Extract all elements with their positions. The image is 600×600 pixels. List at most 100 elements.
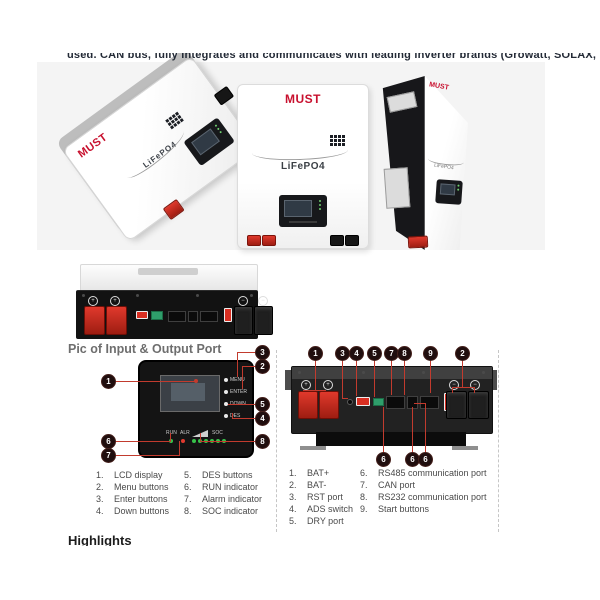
leader-line: [232, 418, 256, 419]
leader-line: [391, 360, 392, 395]
leader-line: [242, 366, 256, 367]
legend-num: 8.: [184, 506, 192, 516]
leader-line: [425, 403, 426, 453]
leader-line: [414, 403, 426, 404]
des-button: DES: [224, 413, 240, 419]
leader-line: [228, 404, 256, 405]
callout-rst: 3: [336, 347, 349, 360]
battery-terminal-red: [262, 235, 276, 246]
leader-line: [404, 360, 405, 395]
callout-rs232: 8: [398, 347, 411, 360]
bat-minus-terminal: [468, 391, 489, 419]
callout-start: 9: [424, 347, 437, 360]
legend-num: 7.: [360, 480, 368, 490]
legend-label: Menu buttons: [114, 482, 169, 492]
communication-ports: [168, 311, 186, 322]
soc-led: [192, 439, 196, 443]
callout-can: 7: [385, 347, 398, 360]
leader-line: [242, 366, 243, 389]
bat-plus-terminal: [106, 306, 127, 335]
legend-label: SOC indicator: [202, 506, 259, 516]
legend-label: BAT-: [307, 480, 327, 490]
legend-num: 9.: [360, 504, 368, 514]
legend-label: RST port: [307, 492, 343, 502]
legend-label: DES buttons: [202, 470, 253, 480]
legend-num: 2.: [289, 480, 297, 490]
rack-battery-vent: [138, 268, 198, 275]
legend-label: RS232 communication port: [378, 492, 487, 502]
column-separator: [276, 350, 277, 532]
leader-line: [474, 387, 475, 393]
rs485-port: [386, 396, 405, 409]
rs232-port: [420, 396, 439, 409]
callout-8: 8: [256, 435, 269, 448]
bat-minus-terminal: [446, 391, 467, 419]
battery-terminal-black: [330, 235, 344, 246]
soc-label: SOC: [212, 430, 223, 436]
leader-line: [237, 352, 238, 377]
leader-line: [342, 398, 348, 399]
ads-switch: [356, 397, 370, 406]
battery-terminal-red: [407, 235, 429, 249]
leader-line: [430, 360, 431, 393]
legend-num: 6.: [184, 482, 192, 492]
solar-grid-icon: [165, 111, 184, 130]
panel-foot: [300, 446, 326, 450]
leader-line: [115, 381, 196, 382]
legend-num: 5.: [184, 470, 192, 480]
product-photo-front: MUST LiFePO4: [237, 84, 369, 249]
leader-line: [237, 352, 256, 353]
panel-base: [316, 432, 466, 446]
legend-num: 1.: [289, 468, 297, 478]
leader-line: [342, 360, 343, 398]
legend-label: Down buttons: [114, 506, 170, 516]
legend-label: RS485 communication port: [378, 468, 487, 478]
plus-mark: +: [110, 296, 120, 306]
callout-rs485-c: 6: [419, 453, 432, 466]
run-label: RUN: [166, 430, 177, 436]
legend-label: Enter buttons: [114, 494, 168, 504]
bat-minus-terminal: [234, 306, 253, 335]
leader-line: [115, 455, 179, 456]
leader-line: [412, 407, 413, 453]
callout-dry: 5: [368, 347, 381, 360]
leader-line: [179, 441, 180, 456]
legend-num: 1.: [96, 470, 104, 480]
battery-terminal-red: [247, 235, 261, 246]
legend-label: Alarm indicator: [202, 494, 263, 504]
legend-label: DRY port: [307, 516, 344, 526]
legend-num: 3.: [289, 492, 297, 502]
leader-line: [356, 360, 357, 396]
bat-minus-terminal: [254, 306, 273, 335]
leader-line: [452, 387, 475, 388]
side-label-sticker: [383, 167, 411, 209]
mount-flange: [285, 370, 291, 390]
plus-mark: +: [301, 380, 311, 390]
callout-bat-minus: 2: [456, 347, 469, 360]
start-switch: [224, 308, 232, 322]
enter-button: ENTER: [224, 389, 247, 395]
top-clip-overlay: [0, 0, 600, 53]
alr-label: ALR: [180, 430, 190, 436]
legend-label: Start buttons: [378, 504, 430, 514]
run-indicator-led: [169, 439, 173, 443]
leader-line: [115, 441, 171, 442]
legend-label: RUN indicator: [202, 482, 259, 492]
dry-port: [373, 398, 384, 406]
callout-5: 5: [256, 398, 269, 411]
bat-plus-terminal: [298, 391, 318, 419]
minus-mark: −: [449, 380, 459, 390]
legend-num: 7.: [184, 494, 192, 504]
menu-button: MENU: [224, 377, 245, 383]
legend-num: 8.: [360, 492, 368, 502]
leader-line: [374, 360, 375, 397]
callout-3: 3: [256, 346, 269, 359]
minus-mark: −: [470, 380, 480, 390]
leader-line: [200, 441, 256, 442]
highlights-heading: Highlights: [68, 533, 132, 546]
leader-line: [452, 387, 453, 393]
legend-num: 5.: [289, 516, 297, 526]
callout-7: 7: [102, 449, 115, 462]
callout-2: 2: [256, 360, 269, 373]
